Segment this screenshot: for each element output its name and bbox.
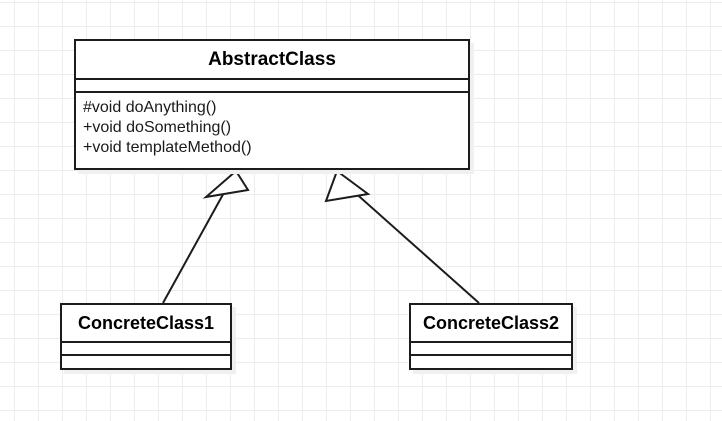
operation-item: +void doSomething()	[83, 119, 232, 136]
generalization-concreteclass2	[324, 169, 480, 304]
operation-item: +void templateMethod()	[83, 139, 252, 156]
generalization-line-1	[162, 188, 227, 304]
class-box-abstractclass[interactable]: AbstractClass #void doAnything() +void d…	[74, 39, 470, 170]
attributes-compartment-concreteclass2	[411, 341, 571, 354]
hollow-triangle-arrowhead-1	[202, 169, 250, 199]
hollow-triangle-arrowhead-2	[324, 169, 371, 203]
attributes-compartment-abstractclass	[76, 78, 468, 91]
class-box-concreteclass2[interactable]: ConcreteClass2	[409, 303, 573, 370]
class-box-concreteclass1[interactable]: ConcreteClass1	[60, 303, 232, 370]
operations-compartment-abstractclass: #void doAnything() +void doSomething() +…	[76, 91, 468, 158]
attributes-compartment-concreteclass1	[62, 341, 230, 354]
generalization-line-2	[351, 189, 480, 304]
generalization-concreteclass1	[162, 169, 250, 304]
operations-compartment-concreteclass2	[411, 354, 571, 367]
class-name-concreteclass1: ConcreteClass1	[77, 313, 215, 333]
class-name-abstractclass: AbstractClass	[208, 49, 336, 70]
operation-item: #void doAnything()	[83, 99, 217, 116]
class-name-concreteclass2: ConcreteClass2	[422, 313, 560, 333]
operations-compartment-concreteclass1	[62, 354, 230, 367]
